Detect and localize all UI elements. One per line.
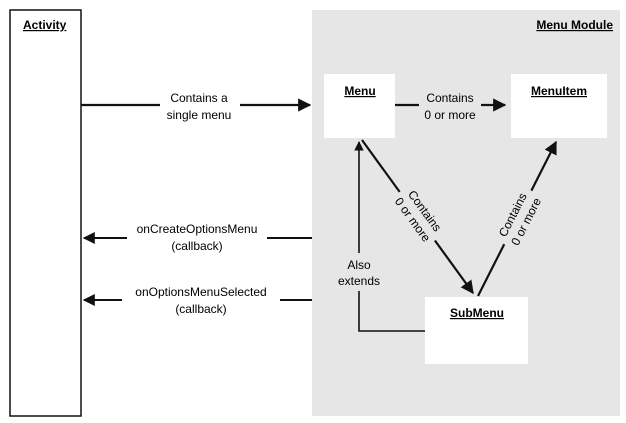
- menuitem-node-label: MenuItem: [531, 84, 587, 98]
- menu-to-menuitem-label-line2: 0 or more: [424, 108, 476, 122]
- create-options-callback-label-bg: [127, 220, 267, 256]
- create-options-callback-label-line2: (callback): [171, 239, 222, 253]
- activity-title: Activity: [23, 18, 67, 32]
- submenu-node-box: [425, 297, 528, 364]
- submenu-extends-menu-arrow: [354, 141, 425, 332]
- create-options-callback-label-line1: onCreateOptionsMenu: [137, 222, 258, 236]
- options-selected-callback-label-line2: (callback): [175, 302, 226, 316]
- activity-box: [9, 9, 82, 417]
- menu-to-submenu-label: Contains 0 or more: [388, 180, 452, 249]
- submenu-extends-menu-label-line1: Also: [347, 258, 371, 272]
- options-selected-callback-label-bg: [122, 282, 280, 318]
- menu-to-menuitem-label-bg: [419, 86, 481, 124]
- submenu-node-label: SubMenu: [450, 306, 504, 320]
- menu-to-menuitem-label-line1: Contains: [426, 91, 473, 105]
- submenu-extends-menu-label-bg: [333, 253, 387, 291]
- activity-to-menu-label-bg: [160, 86, 240, 124]
- menuitem-node-box: [511, 74, 607, 138]
- menu-module-title: Menu Module: [536, 18, 613, 32]
- activity-to-menu-label-line2: single menu: [167, 108, 232, 122]
- options-selected-callback-label-line1: onOptionsMenuSelected: [135, 285, 266, 299]
- menu-node-label: Menu: [344, 84, 375, 98]
- activity-to-menu-label-line1: Contains a: [170, 91, 228, 105]
- menu-node-box: [324, 74, 395, 138]
- submenu-extends-menu-label-line2: extends: [338, 274, 380, 288]
